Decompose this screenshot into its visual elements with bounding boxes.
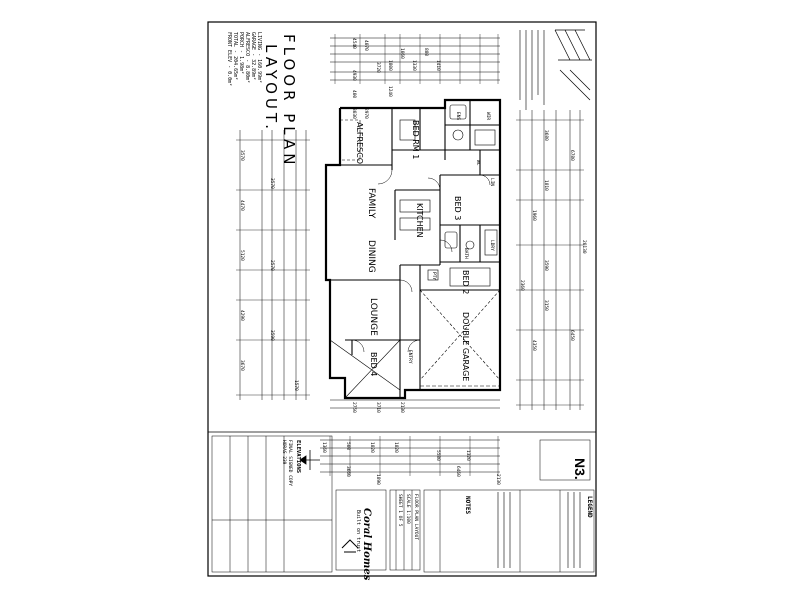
- room-family: FAMILY: [366, 188, 376, 219]
- dim-right-7: 1810: [543, 180, 548, 191]
- room-bed4: BED 4: [369, 352, 378, 377]
- dim-top-10: 1330: [411, 60, 416, 71]
- dim-top-11: 880: [423, 48, 428, 57]
- title-block-line-1: HORAS 239: [281, 440, 286, 465]
- area-living: LIVING - 160.99m²: [256, 32, 262, 84]
- dim-top-7: 1800: [387, 60, 392, 71]
- sheet-border: [207, 21, 597, 577]
- dim-bottom-10: 6460: [455, 466, 460, 477]
- house-inner-walls: [330, 100, 500, 398]
- dim-bottom-3: 1360: [321, 442, 326, 453]
- dim-top-4: 3030: [351, 108, 356, 119]
- plan-title-line1: FLOOR PLAN: [280, 34, 298, 169]
- room-bed1: BED RM 1: [411, 120, 420, 160]
- north-arrow: [299, 450, 320, 470]
- dim-left-3: 4290: [239, 310, 244, 321]
- dim-left-4: 3670: [239, 360, 244, 371]
- dim-top-6: 3720: [375, 62, 380, 73]
- top-dimension-strings: [330, 34, 500, 84]
- brand-logo-mark: [341, 539, 359, 553]
- room-alfresco: ALFRESCO: [355, 122, 364, 165]
- room-kitchen: KITCHEN: [415, 203, 424, 238]
- dim-right-0: 6780: [569, 150, 574, 161]
- title-block-line-0: FINAL SIGNED COPY: [287, 440, 292, 487]
- dim-left-0: 3570: [239, 150, 244, 161]
- area-alfresco: ALFRESCO - 8.80m²: [244, 32, 250, 84]
- dim-left-6: 2570: [269, 260, 274, 271]
- room-entry: ENTRY: [407, 350, 412, 364]
- room-wc: WC: [475, 160, 480, 166]
- room-bed3: BED 3: [453, 196, 462, 221]
- dim-top-2: 4930: [351, 70, 356, 81]
- dim-right-8: 1960: [531, 210, 536, 221]
- dim-left-2: 5120: [239, 250, 244, 261]
- room-wir: WIR: [485, 112, 490, 121]
- dim-right-5: 4350: [531, 340, 536, 351]
- dim-bottom-8: 1320: [465, 450, 470, 461]
- dim-bottom-7: 5580: [435, 450, 440, 461]
- dim-left-1: 4470: [239, 200, 244, 211]
- dim-top-12: 1410: [435, 60, 440, 71]
- brand-tagline: Built on trust: [355, 510, 361, 553]
- dim-left-5: 3570: [269, 178, 274, 189]
- right-dimension-strings: [516, 110, 584, 410]
- room-dining: DINING: [366, 240, 376, 273]
- legend-heading: LEGEND: [586, 496, 593, 518]
- notes-heading: NOTES: [464, 496, 471, 515]
- dim-left-8: 1570: [293, 380, 298, 391]
- room-ens: ENS: [455, 112, 460, 121]
- room-bed2: BED 2: [461, 270, 470, 295]
- title-block-grid: [211, 435, 595, 573]
- lounge-diagonal-lines: [329, 339, 401, 399]
- left-dimension-strings: [236, 130, 310, 400]
- north-label: N3.: [572, 458, 588, 480]
- fixtures: [399, 104, 498, 287]
- plan-title-line2: LAYOUT.: [262, 44, 280, 134]
- room-ldry: LDRY: [489, 240, 494, 251]
- brand-name: Coral Homes: [361, 508, 372, 581]
- dim-top-5: 2970: [363, 108, 368, 119]
- title-block-line-4: SHEET 1 OF 5: [397, 494, 402, 527]
- dim-bottom-9: 3660: [345, 466, 350, 477]
- room-lounge: LOUNGE: [368, 298, 378, 336]
- dim-bottom-11: 2130: [495, 474, 500, 485]
- dim-bottom-4: 500: [345, 442, 350, 451]
- area-total: TOTAL - 204.65m²: [232, 32, 238, 81]
- title-block-line-3: SCALE 1:100: [405, 494, 410, 524]
- bottom-dimension-strings: [320, 399, 500, 476]
- dim-right-4: 3150: [543, 300, 548, 311]
- dim-bottom-1: 3710: [375, 402, 380, 413]
- dim-right-3: 20130: [581, 240, 586, 254]
- dim-top-1: 4070: [363, 40, 368, 51]
- dim-bottom-5: 1820: [369, 442, 374, 453]
- dim-bottom-6: 1820: [393, 442, 398, 453]
- area-front-elev: FRONT ELEV - 0.0m²: [226, 32, 232, 87]
- area-schedule: LIVING - 160.99m² GARAGE - 32.89m² ALFRE…: [226, 32, 262, 86]
- room-lin: LIN: [489, 178, 494, 187]
- dim-right-2: 6450: [569, 330, 574, 341]
- title-block-heading: ELEVATIONS: [295, 440, 301, 474]
- corner-detail-hatch: [554, 29, 592, 101]
- door-swings: [351, 169, 491, 353]
- room-garage: DOUBLE GARAGE: [461, 312, 470, 382]
- dim-left-7: 3590: [269, 330, 274, 341]
- dim-bottom-2: 2130: [399, 402, 404, 413]
- dim-top-3: 400: [351, 90, 356, 99]
- room-bath: BATH: [463, 248, 468, 259]
- title-block-line-2: FLOOR PLAN LAYOUT: [413, 494, 418, 541]
- dim-bottom-0: 2750: [351, 402, 356, 413]
- notes-text-lines: [497, 30, 581, 568]
- dim-top-0: 4540: [351, 38, 356, 49]
- dim-right-9: 2360: [519, 280, 524, 291]
- dim-top-8: 1240: [387, 86, 392, 97]
- alfresco-dashed-outline: [339, 119, 501, 381]
- dim-top-9: 1060: [399, 48, 404, 59]
- dim-right-1: 3680: [543, 130, 548, 141]
- dim-bottom-12: 1890: [375, 474, 380, 485]
- dim-right-6: 3590: [543, 260, 548, 271]
- room-pty: PTY: [431, 272, 436, 281]
- area-garage: GARAGE - 32.89m²: [250, 32, 256, 81]
